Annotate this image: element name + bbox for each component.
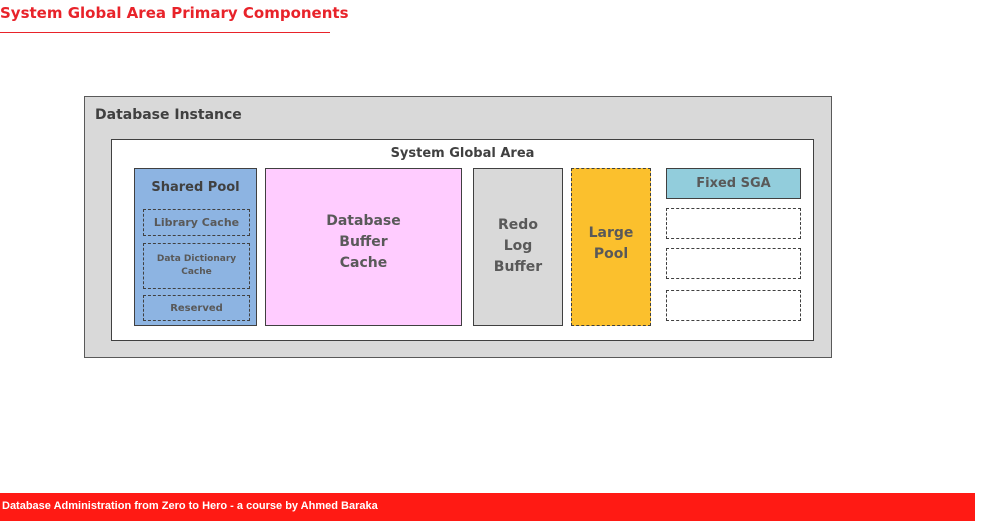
- database-buffer-cache-box: Database Buffer Cache: [265, 168, 462, 326]
- database-instance-label: Database Instance: [95, 107, 242, 123]
- page-title: System Global Area Primary Components: [0, 4, 349, 22]
- library-cache-label: Library Cache: [153, 216, 240, 229]
- data-dictionary-cache-box: Data Dictionary Cache: [143, 243, 250, 289]
- redo-log-buffer-box: Redo Log Buffer: [473, 168, 563, 326]
- large-pool-label-line1: Large: [588, 225, 634, 241]
- reserved-box: Reserved: [143, 295, 250, 321]
- redo-log-label-line3: Buffer: [493, 259, 543, 275]
- fixed-sga-label: Fixed SGA: [696, 176, 771, 191]
- buffer-cache-label-line1: Database: [326, 213, 401, 229]
- library-cache-box: Library Cache: [143, 209, 250, 236]
- footer-bar: Database Administration from Zero to Her…: [0, 493, 975, 521]
- redo-log-label-line2: Log: [503, 238, 533, 254]
- buffer-cache-label-line3: Cache: [339, 255, 388, 271]
- large-pool-label-line2: Pool: [593, 246, 629, 262]
- empty-sga-slot: [666, 290, 801, 321]
- data-dictionary-cache-label-line2: Cache: [181, 267, 212, 277]
- database-instance-box: Database Instance System Global Area Sha…: [84, 96, 832, 358]
- fixed-sga-box: Fixed SGA: [666, 168, 801, 199]
- reserved-label: Reserved: [170, 302, 223, 314]
- redo-log-label-line1: Redo: [498, 217, 538, 233]
- title-underline: [0, 32, 330, 33]
- shared-pool-label: Shared Pool: [151, 180, 240, 195]
- empty-sga-slot: [666, 208, 801, 239]
- large-pool-box: Large Pool: [571, 168, 651, 326]
- data-dictionary-cache-label-line1: Data Dictionary: [156, 254, 237, 264]
- system-global-area-label: System Global Area: [390, 146, 535, 161]
- empty-sga-slot: [666, 248, 801, 279]
- footer-text: Database Administration from Zero to Her…: [2, 500, 378, 512]
- buffer-cache-label-line2: Buffer: [339, 234, 388, 250]
- shared-pool-box: Shared Pool Library Cache Data Dictionar…: [134, 168, 257, 326]
- system-global-area-box: System Global Area Shared Pool Library C…: [111, 139, 814, 341]
